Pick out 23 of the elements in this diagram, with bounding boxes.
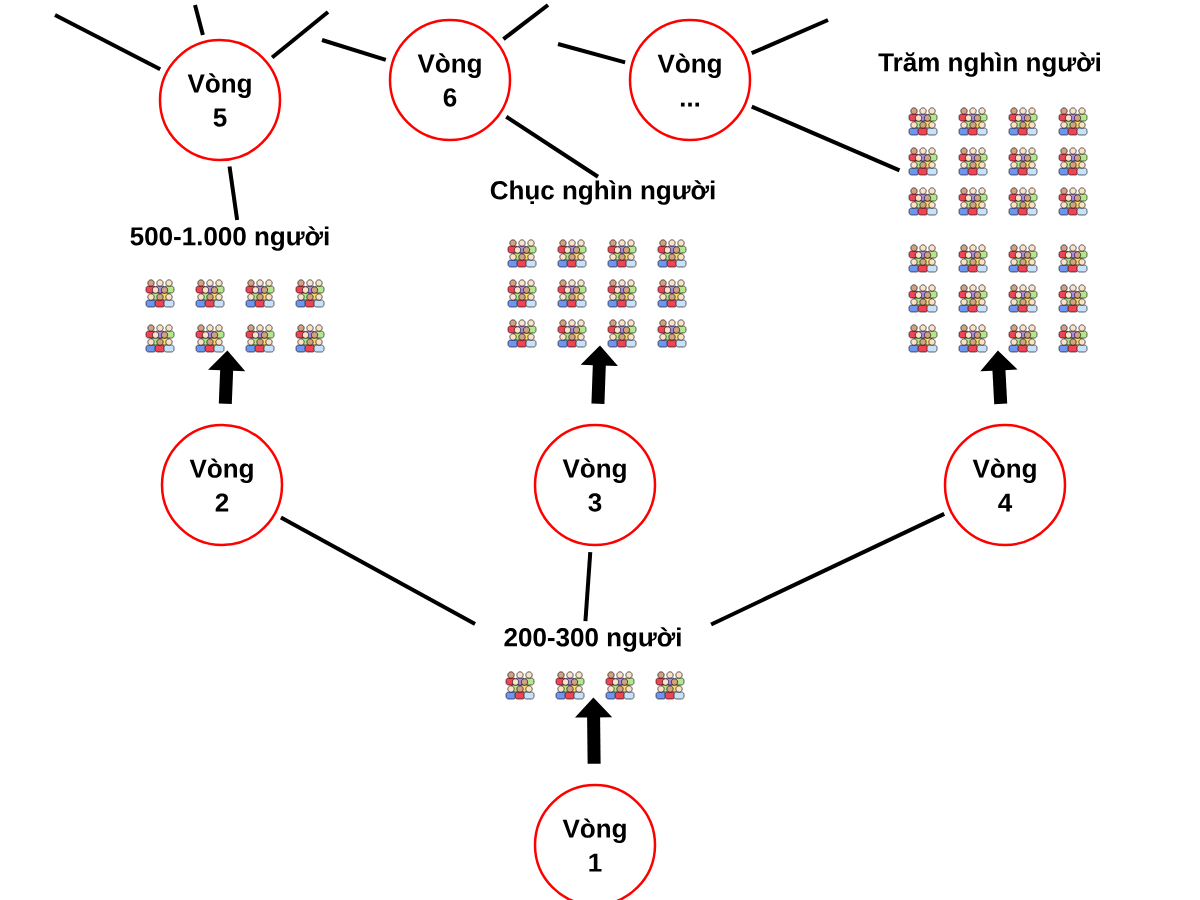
connector-line	[750, 104, 901, 173]
circle-node: Vòng 6	[388, 18, 512, 142]
connector-line	[279, 515, 476, 626]
circle-node: Vòng 2	[160, 423, 284, 547]
circle-node: Vòng 5	[158, 38, 282, 162]
connector-line	[321, 38, 387, 62]
connector-line	[583, 551, 593, 622]
connector-line	[54, 13, 162, 71]
connector-line	[193, 4, 205, 36]
connector-line	[502, 3, 550, 41]
connector-line	[227, 166, 240, 221]
group-label: Chục nghìn người	[490, 180, 715, 205]
circle-node: Vòng 3	[533, 423, 657, 547]
connector-line	[710, 512, 946, 627]
connector-line	[750, 18, 829, 56]
group-label: 200-300 người	[504, 627, 681, 652]
group-label: 500-1.000 người	[130, 226, 329, 251]
connector-line	[270, 10, 330, 60]
connector-line	[505, 115, 600, 179]
circle-node: Vòng 4	[943, 423, 1067, 547]
connector-line	[557, 42, 626, 65]
group-label: Trăm nghìn người	[878, 52, 1100, 77]
circle-node: Vòng ...	[628, 18, 752, 142]
